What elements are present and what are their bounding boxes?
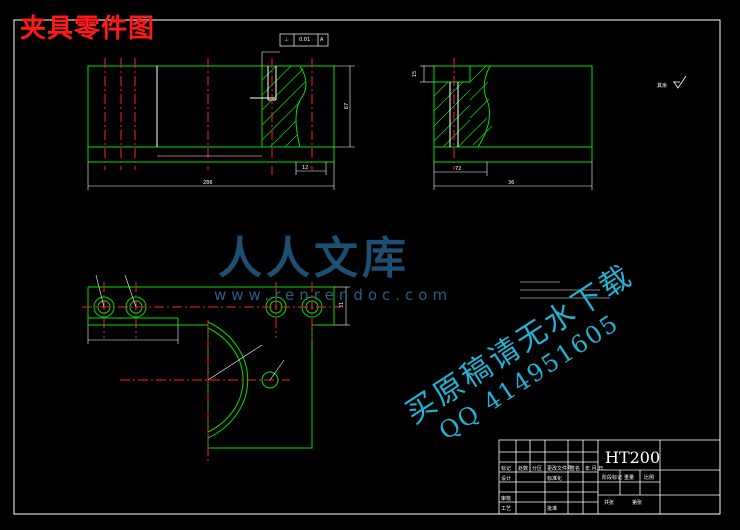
dim-front-bottom-mid: 12 [302, 165, 309, 171]
plan-center-lines [82, 282, 340, 462]
plan-view-outline [87, 286, 335, 449]
front-dimensions [87, 51, 355, 190]
side-section-hatch [433, 65, 493, 148]
drawing-title: 夹具零件图 [20, 14, 156, 44]
tb-cell-date: 年.月.日 [585, 466, 604, 472]
roughness-symbol-icon [673, 75, 687, 89]
side-dimensions [420, 65, 593, 190]
tb-cell-mark: 标记 [501, 466, 512, 472]
tb-cell-zone: 分区 [532, 466, 543, 472]
dim-front-height: 67 [344, 102, 351, 110]
title-block [498, 439, 721, 515]
tb-cell-design: 设计 [501, 476, 512, 482]
tolerance-frame [279, 33, 329, 47]
tolerance-datum: A [320, 37, 324, 43]
watermark-logo: 人人文库 [218, 233, 410, 284]
tb-cell-sheet-no: 第张 [632, 500, 643, 506]
dim-side-left: 72 [455, 166, 462, 172]
tb-cell-stage: 阶段标记 [602, 475, 623, 481]
tolerance-symbol: ⊥ [284, 37, 289, 43]
tb-cell-review: 审核 [501, 496, 512, 502]
tb-cell-process: 工艺 [501, 506, 512, 512]
dim-front-overall: 286 [203, 180, 213, 186]
front-view [87, 58, 335, 175]
plan-view [82, 274, 350, 462]
drawing-frame [13, 19, 721, 515]
tolerance-value: 0.01 [299, 37, 311, 43]
tb-cell-sign: 签名 [570, 466, 581, 472]
title-block-material: HT200 [605, 448, 661, 467]
tb-cell-scale: 比例 [644, 475, 655, 481]
roughness-note: 其余 [657, 83, 668, 89]
tb-cell-change-doc: 更改文件号 [547, 466, 573, 472]
side-section-boundary [433, 65, 491, 148]
dim-side-right: 36 [508, 180, 515, 186]
tb-cell-weight: 重量 [624, 475, 635, 481]
plan-leaders [87, 274, 350, 381]
tb-cell-standard: 标准化 [547, 476, 563, 482]
front-center-lines [104, 58, 313, 175]
front-section-boundary [261, 65, 307, 148]
watermark-url: www.renrendoc.com [214, 286, 453, 304]
tech-notes [520, 281, 610, 299]
side-view [433, 58, 593, 170]
tb-cell-approve: 批准 [547, 506, 558, 512]
dim-side-step: 15 [412, 70, 419, 78]
tb-cell-total-sheets: 共张 [604, 500, 615, 506]
tb-cell-count: 处数 [518, 466, 529, 472]
